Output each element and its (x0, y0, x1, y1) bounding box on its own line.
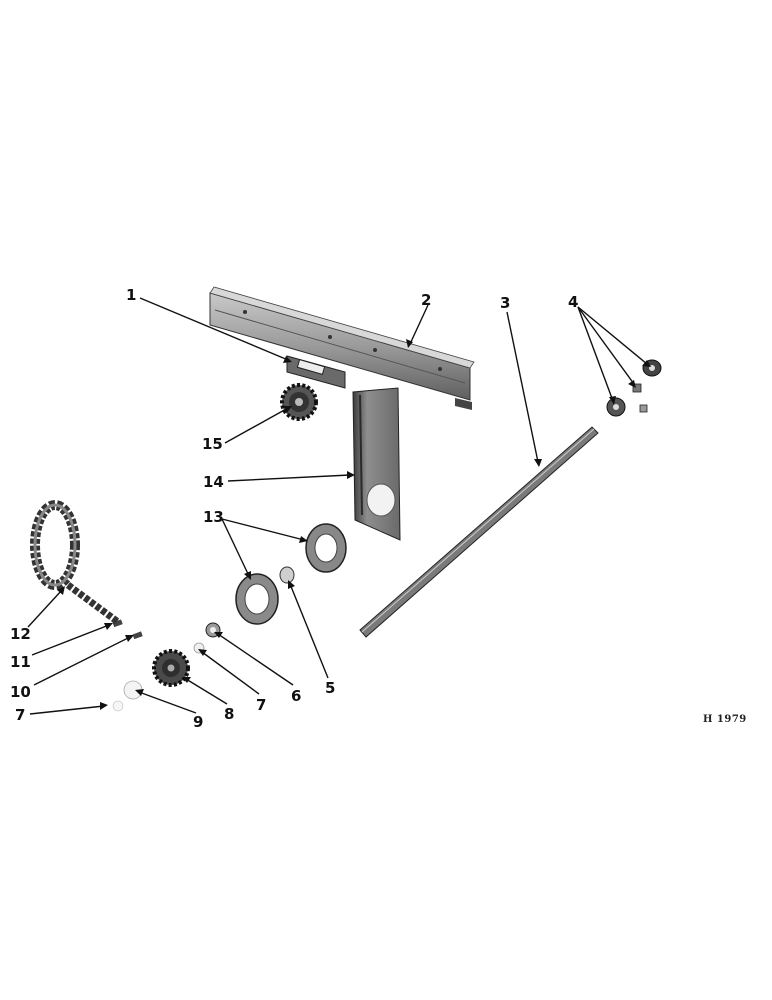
part-upper-sprocket (280, 383, 318, 421)
callout-7-upper: 7 (256, 696, 266, 714)
callout-1: 1 (126, 286, 136, 304)
callout-13: 13 (203, 508, 224, 526)
callout-10: 10 (10, 683, 31, 701)
part-washer-lower (112, 680, 143, 712)
callout-8: 8 (224, 705, 234, 723)
callout-2: 2 (421, 291, 431, 309)
part-bracket (286, 355, 346, 389)
callout-12: 12 (10, 625, 31, 643)
part-flange-rings (235, 523, 347, 625)
callout-11: 11 (10, 653, 31, 671)
callout-3: 3 (500, 294, 510, 312)
figure-code: H 1979 (703, 714, 747, 725)
callout-6: 6 (291, 687, 301, 705)
part-pins (112, 619, 143, 640)
part-bearing-set (606, 359, 662, 417)
callout-14: 14 (203, 473, 224, 491)
callout-9: 9 (193, 713, 203, 731)
callout-labels: 1 2 3 4 5 6 7 7 8 9 10 11 12 13 14 15 (10, 286, 578, 731)
part-lower-sprocket (152, 649, 190, 687)
leader-lines (27, 297, 651, 715)
callout-15: 15 (202, 435, 223, 453)
part-bushing (279, 566, 295, 584)
part-shaft (359, 426, 599, 638)
part-roller-chain (30, 500, 121, 625)
callout-7-lower: 7 (15, 706, 25, 724)
callout-5: 5 (325, 679, 335, 697)
part-rail (209, 286, 475, 410)
callout-4: 4 (568, 293, 578, 311)
part-vertical-plate (352, 387, 401, 541)
